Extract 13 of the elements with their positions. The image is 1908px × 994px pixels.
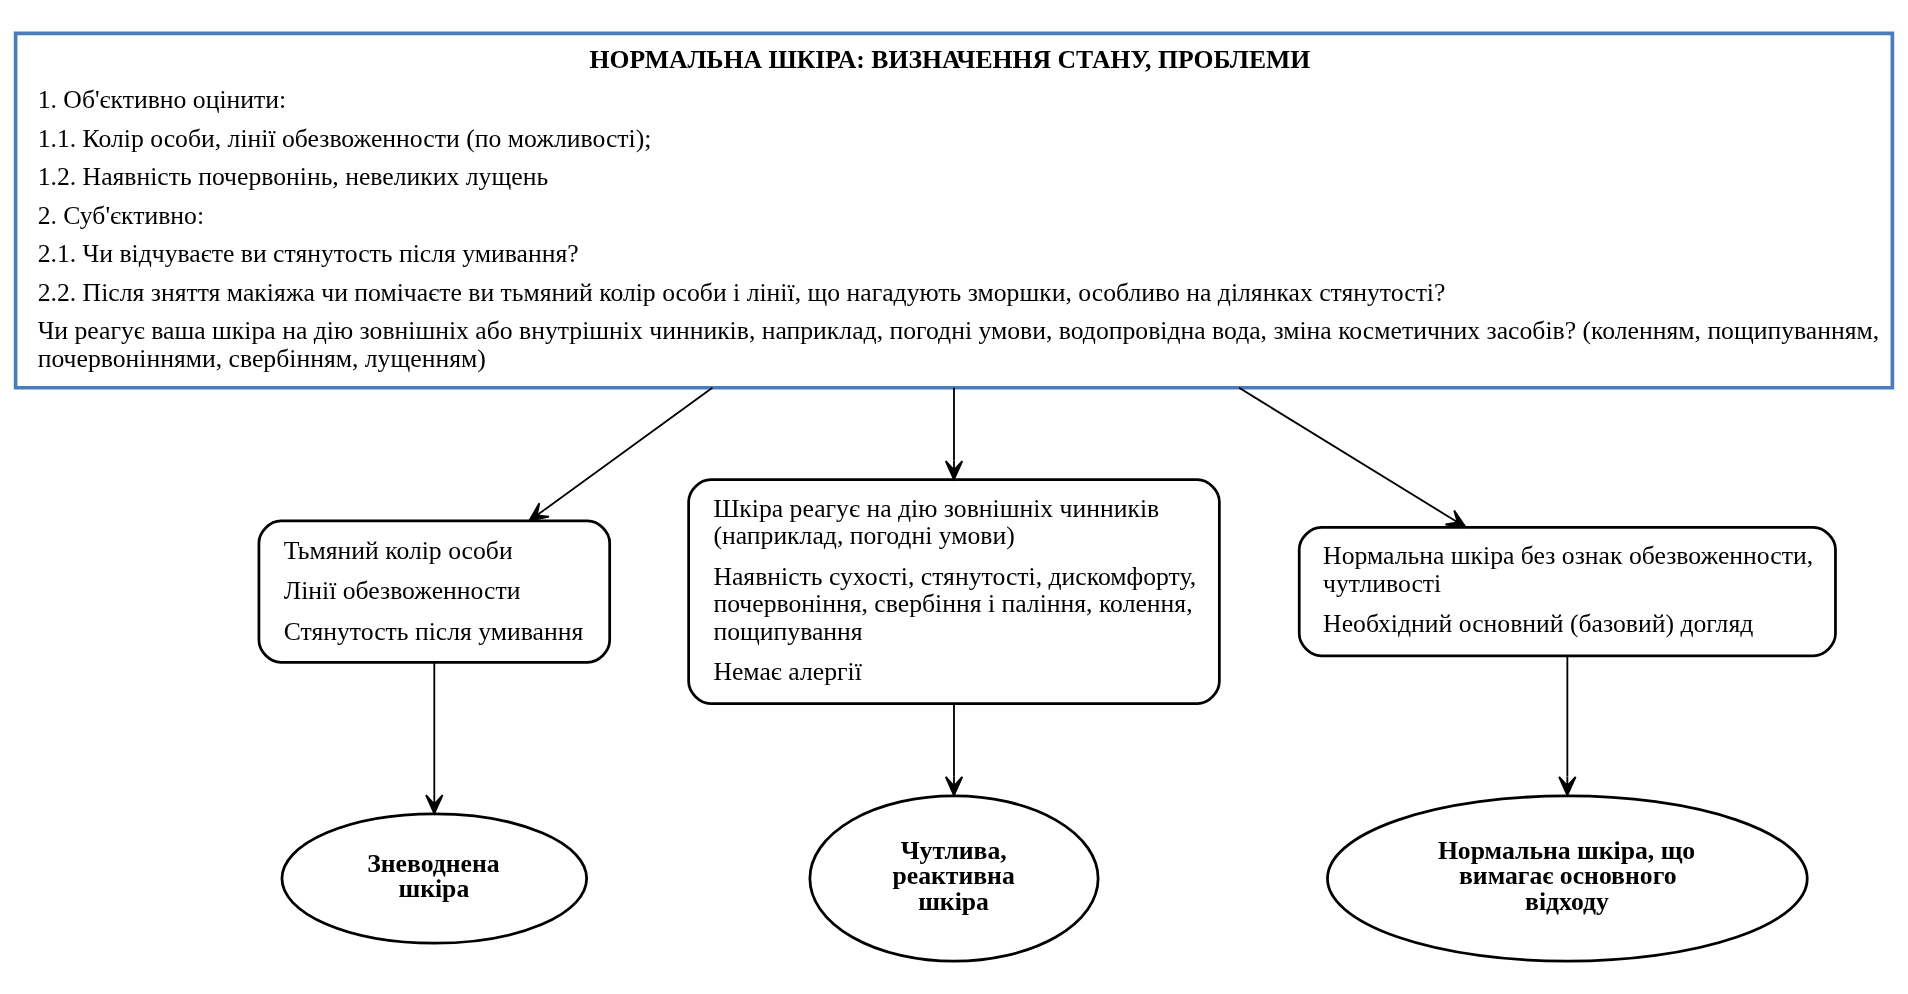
arrow — [944, 702, 964, 796]
node-ellipse: Чутлива, реактивна шкіра — [808, 794, 1100, 963]
node-box: Нормальна шкіра без ознак обезвоженности, чутливості Необхідний основний (базовий) догляд — [1297, 525, 1837, 657]
node-box: НОРМАЛЬНА ШКІРА: ВИЗНАЧЕННЯ СТАНУ, ПРОБЛЕМИ 1. Об'єктивно оцінити: 1.1. Колір особи, лінії обезвоженности (по можливості); 1.2. Наявність почервонінь, невеликих лущень 2. Суб'єктивно: 2.1. Чи відчуваєте ви стянутость після умивання? 2.2. Після зняття макіяжа чи помічаєте ви тьмяний колір особи і лінії, що нагадують зморшки, особливо на ділянках стянутості? Чи реагує ваша шкіра на дію зовнішніх або внутрішніх чинників, наприклад, погодні умови, водопровідна вода, зміна косметичних засобів? (коленням, пощипуванням, почервоніннями, свербінням, лущенням) — [13, 31, 1895, 390]
arrow — [944, 386, 964, 480]
node-box: Шкіра реагує на дію зовнішніх чинників (наприклад, погодні умови) Наявність сухості, стянутості, дискомфорту, почервоніння, свербіння і паління, колення, пощипування Немає алергії — [687, 477, 1221, 705]
node-ellipse: Нормальна шкіра, що вимагає основного відходу — [1326, 794, 1809, 963]
arrow — [425, 661, 444, 814]
arrow — [528, 386, 714, 522]
arrow — [1558, 654, 1577, 796]
node-box: Тьмяний колір особи Лінії обезвоженности Стянутость після умивання — [257, 519, 612, 664]
arrow — [1238, 386, 1467, 528]
node-ellipse: Зневоднена шкіра — [280, 812, 589, 945]
